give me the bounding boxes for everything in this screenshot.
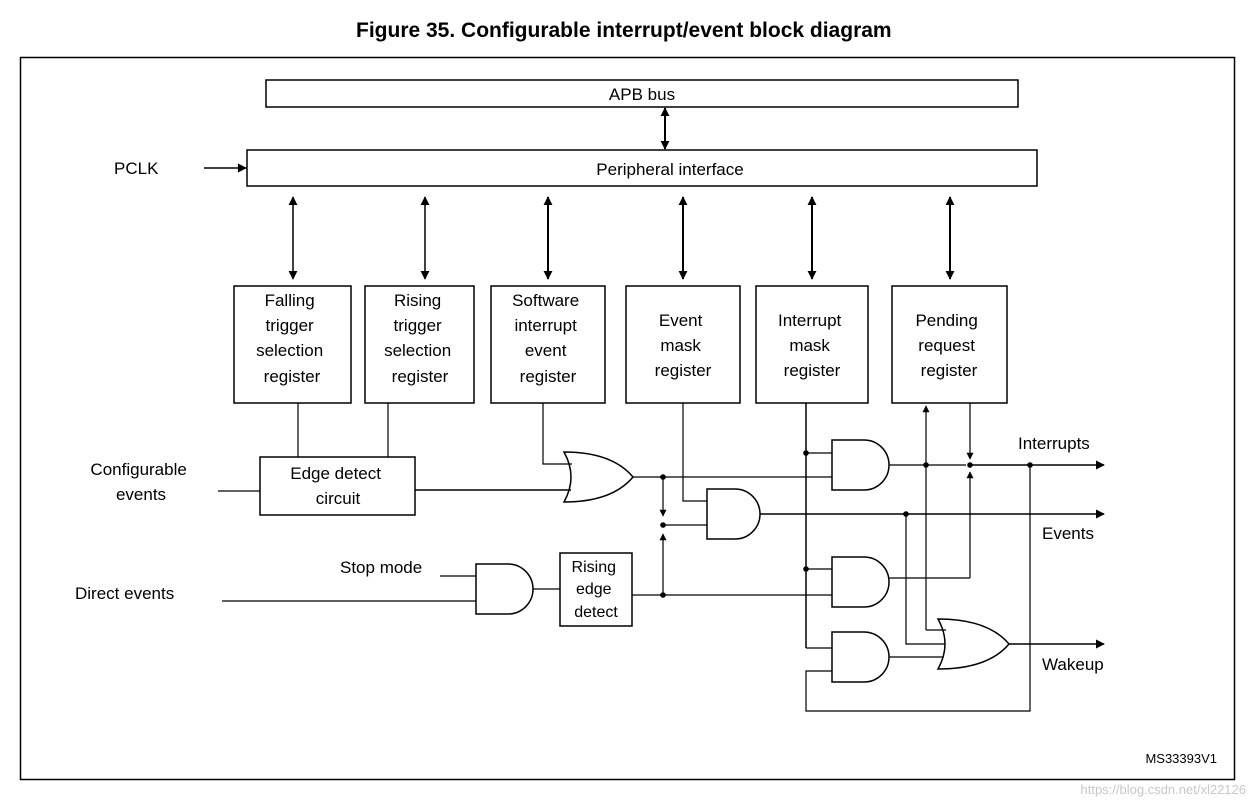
- rising-trigger-register: [364, 285, 475, 404]
- or-gate-interrupt-event: [562, 451, 634, 503]
- configurable-events-line-1: Configurable: [90, 460, 186, 479]
- apb-bus-block: [265, 79, 1019, 108]
- svg-text:Edge detect circuit: Edge detect circuit: [290, 464, 385, 508]
- falling-register-line-1: Falling: [265, 291, 315, 310]
- software-register-line-3: event: [525, 341, 567, 360]
- events-label: Events: [1042, 524, 1094, 543]
- pending-request-register: [891, 285, 1008, 404]
- interrupts-label: Interrupts: [1018, 434, 1090, 453]
- falling-trigger-register: [233, 285, 352, 404]
- falling-register-line-4: register: [264, 367, 321, 386]
- figure-title: Figure 35. Configurable interrupt/event …: [356, 19, 892, 42]
- and-gate-events: [706, 488, 761, 540]
- software-register-line-1: Software: [512, 291, 579, 310]
- rising-register-line-1: Rising: [394, 291, 441, 310]
- rising-edge-detect-block: [559, 552, 633, 627]
- figure-frame: [19, 56, 1236, 781]
- interrupt-mask-line-2: mask: [789, 336, 830, 355]
- apb-bus-label: APB bus: [609, 85, 675, 104]
- svg-text:Pending request regist: Pending request register: [915, 311, 982, 380]
- event-mask-register: [625, 285, 741, 404]
- software-interrupt-event-register: [490, 285, 606, 404]
- svg-text:Configurable events: Configurable events: [90, 460, 191, 504]
- rising-edge-line-3: detect: [574, 604, 618, 621]
- event-mask-line-2: mask: [660, 336, 701, 355]
- events-to-wakeup-or-line: [905, 514, 947, 645]
- svg-text:Rising edge detect: Rising edge detect: [572, 559, 621, 621]
- rising-register-line-4: register: [392, 367, 449, 386]
- wakeup-label: Wakeup: [1042, 655, 1104, 674]
- svg-text:Interrupt mask registe: Interrupt mask register: [778, 311, 846, 380]
- pending-register-line-1: Pending: [915, 311, 977, 330]
- and-gate-direct-interrupts: [831, 556, 890, 608]
- falling-register-line-2: trigger: [266, 316, 315, 335]
- svg-text:Rising trigger selecti: Rising trigger selection register: [384, 291, 456, 386]
- svg-text:Event mask register: Event mask register: [655, 311, 712, 380]
- event-mask-line-3: register: [655, 361, 712, 380]
- software-register-line-4: register: [520, 367, 577, 386]
- pending-register-line-2: request: [918, 336, 975, 355]
- rising-edge-line-2: edge: [576, 581, 612, 598]
- edge-detect-line-1: Edge detect: [290, 464, 381, 483]
- software-register-line-2: interrupt: [514, 316, 577, 335]
- interrupt-mask-line-1: Interrupt: [778, 311, 842, 330]
- direct-events-label: Direct events: [75, 584, 174, 603]
- and-gate-stop-mode: [475, 563, 534, 615]
- pending-register-line-3: register: [921, 361, 978, 380]
- software-register-to-or-line: [542, 403, 572, 465]
- figure-id: MS33393V1: [1145, 751, 1217, 766]
- falling-register-line-3: selection: [256, 341, 323, 360]
- interrupt-mask-register: [755, 285, 869, 404]
- stop-mode-label: Stop mode: [340, 558, 422, 577]
- event-mask-to-and-line: [682, 403, 707, 502]
- or-gate-wakeup: [936, 618, 1010, 670]
- wakeup-feedback-loop: [805, 465, 1031, 712]
- and-gate-wakeup: [831, 631, 890, 683]
- edge-detect-circuit: [259, 456, 416, 516]
- configurable-events-line-2: events: [116, 485, 166, 504]
- svg-text:Software interrupt eve: Software interrupt event register: [512, 291, 584, 386]
- event-mask-line-1: Event: [659, 311, 703, 330]
- edge-detect-line-2: circuit: [316, 489, 361, 508]
- watermark-text: https://blog.csdn.net/xl22126: [1080, 782, 1246, 797]
- pclk-label: PCLK: [114, 159, 159, 178]
- rising-edge-line-1: Rising: [572, 559, 616, 576]
- peripheral-interface-label: Peripheral interface: [596, 160, 743, 179]
- svg-text:Falling trigger select: Falling trigger selection register: [256, 291, 328, 386]
- and-gate-interrupts: [831, 439, 890, 491]
- rising-edge-output-junction: [660, 592, 666, 598]
- interrupt-mask-line-3: register: [784, 361, 841, 380]
- rising-register-line-2: trigger: [394, 316, 443, 335]
- peripheral-interface-block: [246, 149, 1038, 187]
- rising-register-line-3: selection: [384, 341, 451, 360]
